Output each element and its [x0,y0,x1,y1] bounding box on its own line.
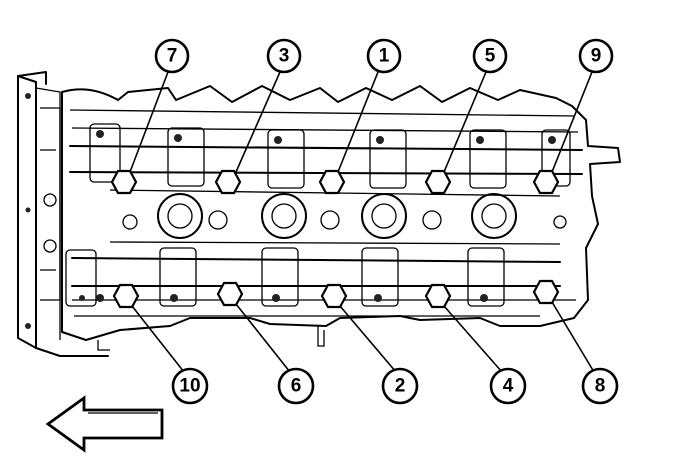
head-bolt-10 [112,283,140,309]
callout-10: 10 [171,367,209,405]
head-bolt-5 [424,169,452,195]
callout-4: 4 [489,367,527,405]
callout-7-label: 7 [167,46,178,67]
callout-1: 1 [366,38,402,74]
head-bolt-9 [532,169,560,195]
callout-5-label: 5 [485,46,496,67]
cylinder-head-drawing [17,71,621,357]
callout-9: 9 [578,38,614,74]
callout-1-label: 1 [379,46,390,67]
callout-9-label: 9 [591,46,602,67]
head-bolt-1 [318,169,346,195]
head-bolt-2 [320,283,348,309]
callout-3: 3 [266,38,302,74]
callout-10-label: 10 [179,376,200,397]
callout-7: 7 [154,38,190,74]
callout-4-label: 4 [503,376,514,397]
callout-8-label: 8 [595,376,606,397]
callout-6-label: 6 [291,376,302,397]
head-bolt-3 [214,169,242,195]
head-bolt-7 [110,169,138,195]
head-bolt-4 [424,283,452,309]
head-bolt-8 [532,279,560,305]
callout-8: 8 [581,367,619,405]
callout-2-label: 2 [395,376,406,397]
head-bolt-6 [216,281,244,307]
leader-lines [129,71,595,373]
direction-arrow-left-icon [45,395,164,453]
callout-5: 5 [472,38,508,74]
callout-3-label: 3 [279,46,290,67]
callout-2: 2 [381,367,419,405]
callout-6: 6 [277,367,315,405]
